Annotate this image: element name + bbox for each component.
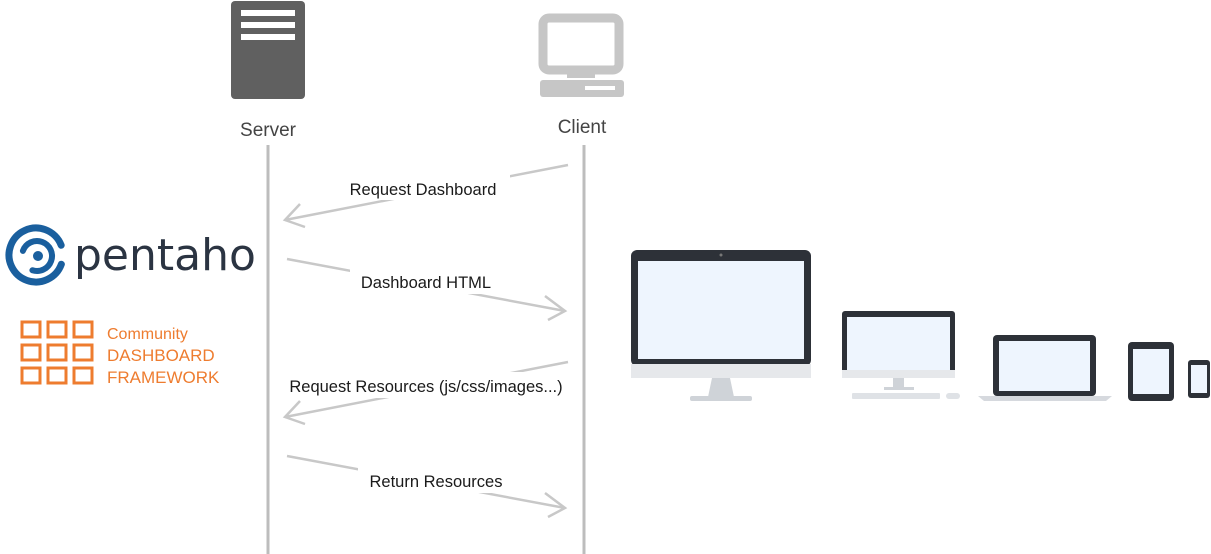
server-label: Server xyxy=(240,120,297,141)
cdf-community-text: Community xyxy=(107,326,188,343)
phone-icon xyxy=(1188,360,1210,398)
client-label: Client xyxy=(558,117,607,138)
cdf-framework-text: FRAMEWORK xyxy=(107,368,220,387)
client-computer-icon xyxy=(538,13,624,97)
laptop-icon xyxy=(978,335,1112,401)
imac-icon xyxy=(631,250,811,401)
message-label-dashboard-html: Dashboard HTML xyxy=(361,274,491,292)
cdf-dashboard-text: DASHBOARD xyxy=(107,346,215,365)
server-icon xyxy=(231,1,305,99)
tablet-icon xyxy=(1128,342,1174,401)
desktop-monitor-icon xyxy=(842,311,960,399)
cdf-grid-icon xyxy=(20,320,94,385)
pentaho-wordmark: pentaho xyxy=(74,230,256,281)
cdf-logo: Community DASHBOARD FRAMEWORK xyxy=(20,320,220,387)
pentaho-swirl-icon xyxy=(5,224,67,286)
message-label-request-dashboard: Request Dashboard xyxy=(350,181,497,199)
pentaho-logo: pentaho xyxy=(5,224,256,286)
message-label-return-resources: Return Resources xyxy=(370,473,503,491)
message-label-request-resources: Request Resources (js/css/images...) xyxy=(289,378,562,396)
